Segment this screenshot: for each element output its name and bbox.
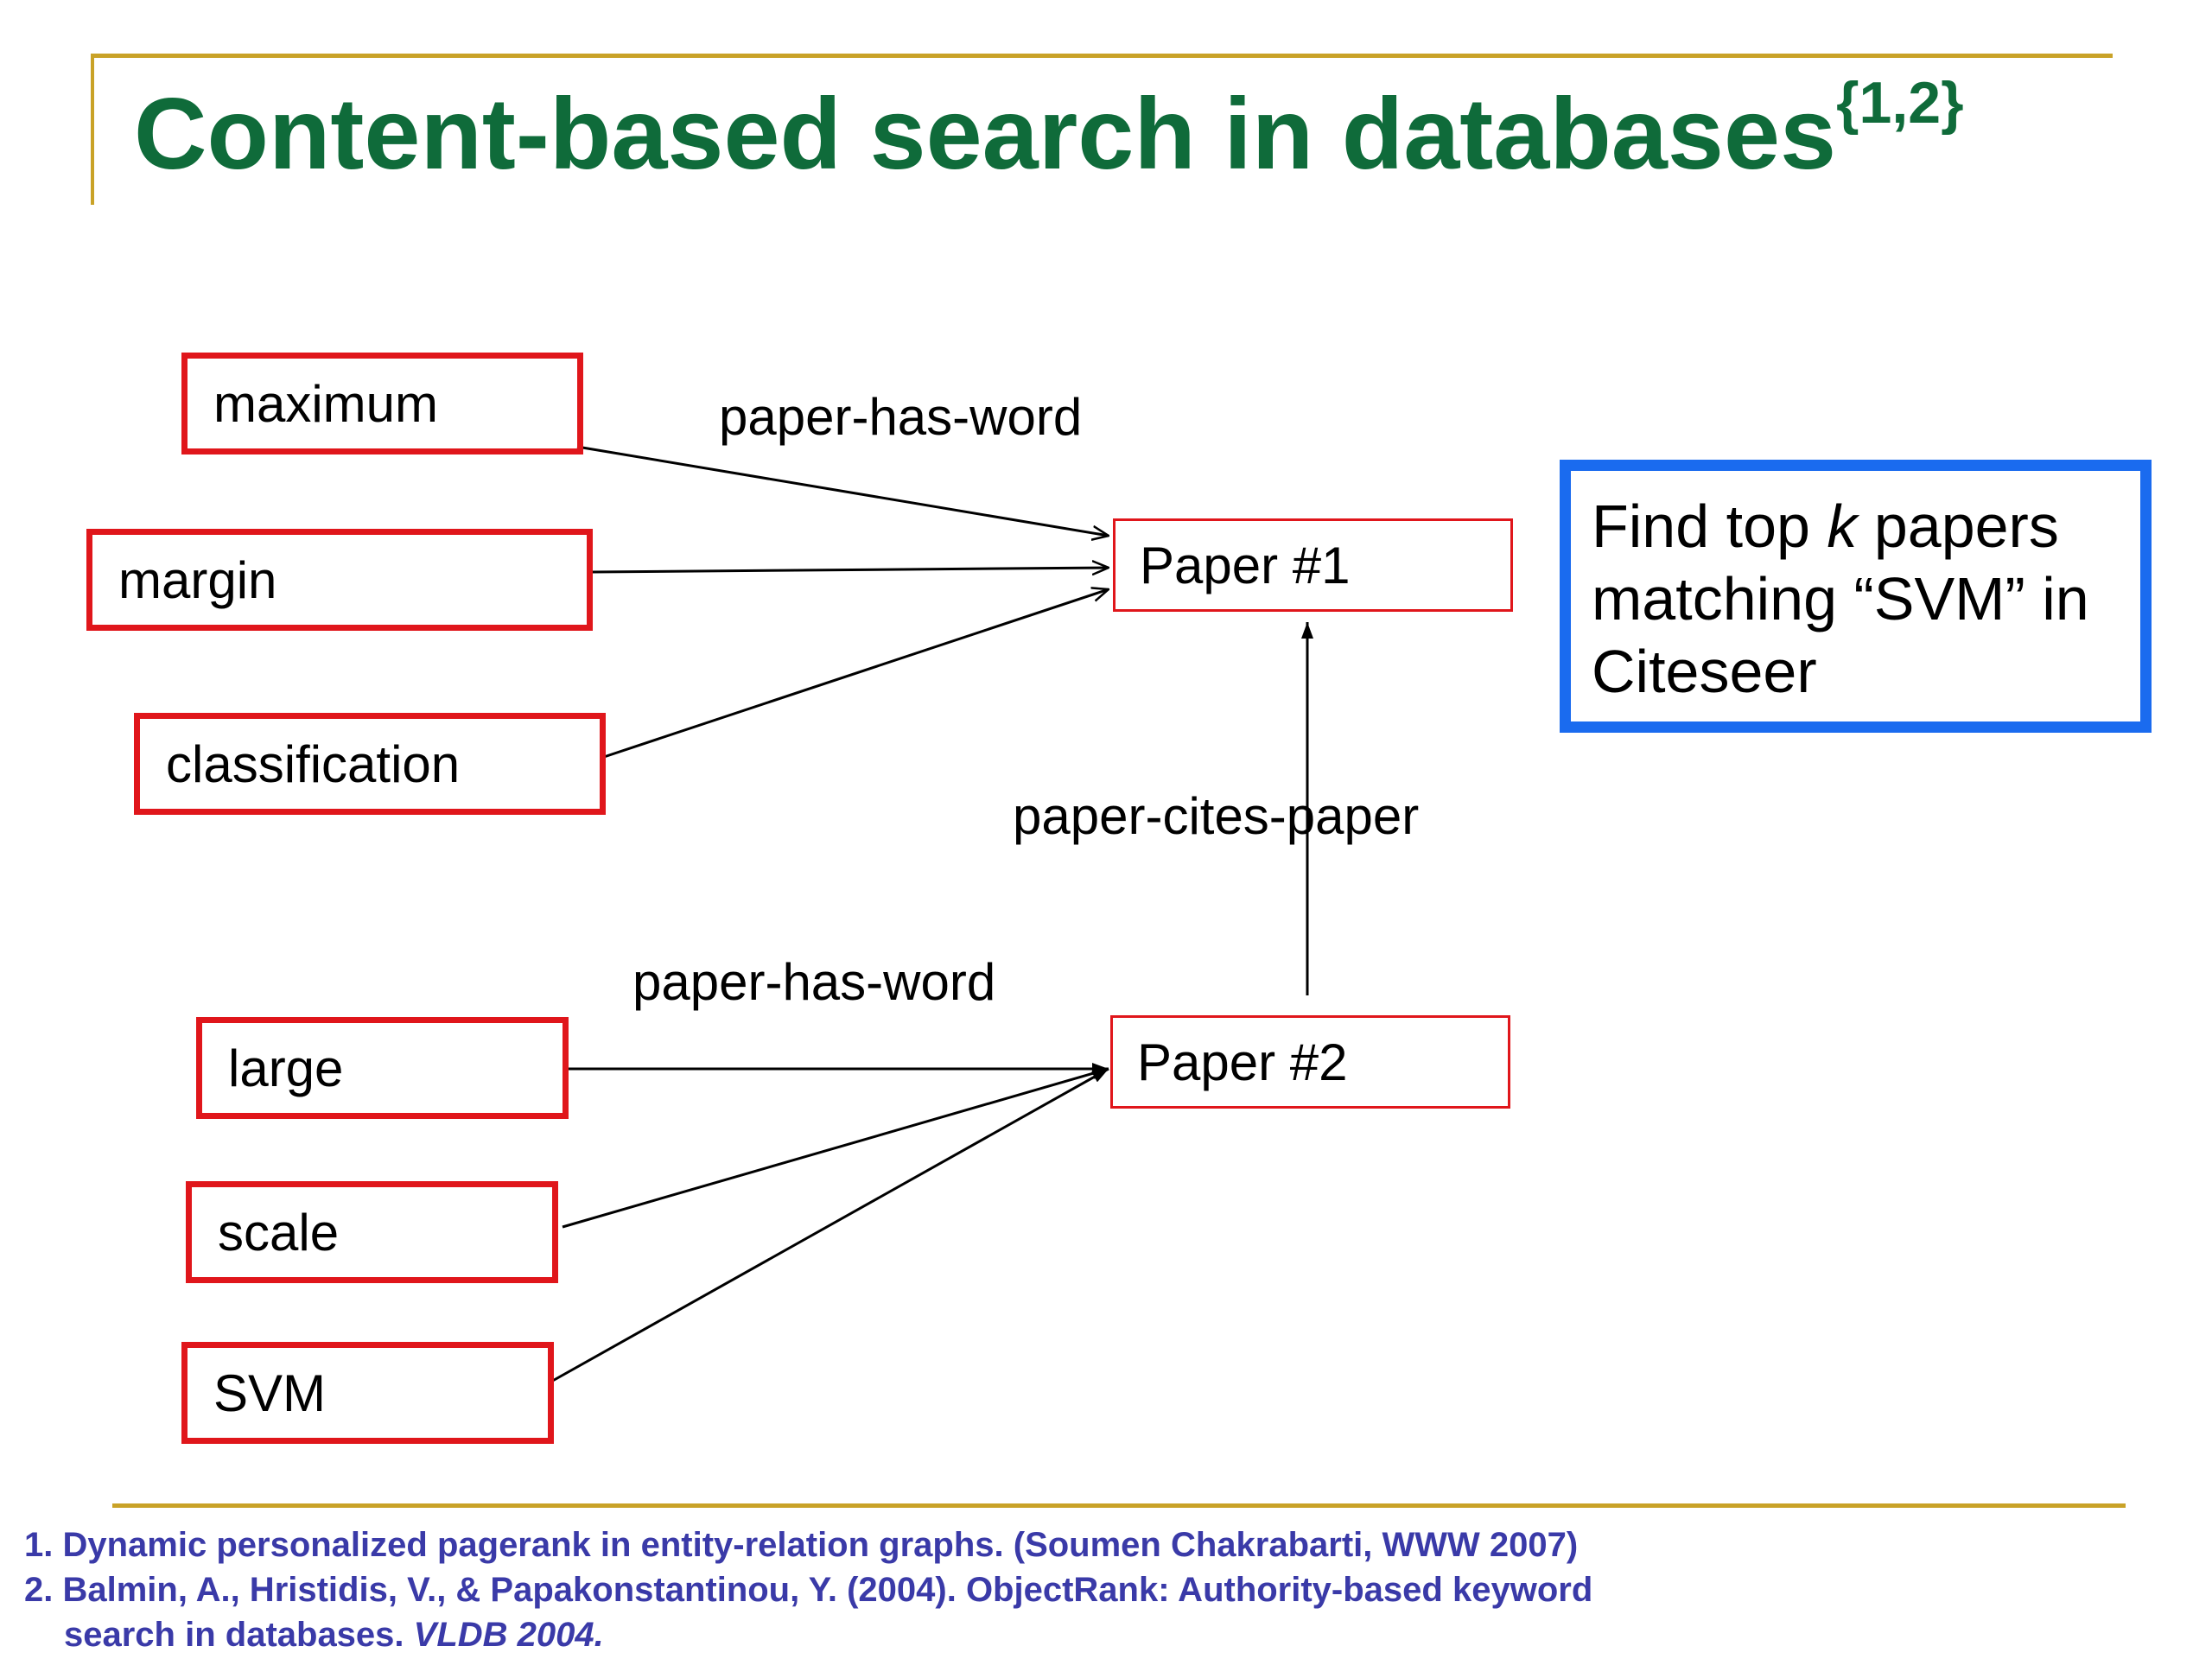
edge-maximum-paper1	[576, 445, 1109, 536]
query-line-2: matching “SVM” in	[1592, 565, 2089, 632]
word-node-margin: margin	[86, 529, 593, 631]
query-line-3: Citeseer	[1592, 638, 1817, 705]
edge-label-has-word-bottom: paper-has-word	[632, 953, 996, 1011]
word-label: large	[228, 1039, 344, 1097]
reference-2-line-2: search in databases. VLDB 2004.	[24, 1612, 1592, 1657]
edge-margin-paper1	[592, 568, 1109, 572]
word-label: SVM	[213, 1363, 327, 1422]
title-superscript: {1,2}	[1836, 70, 1964, 136]
edge-label-cites: paper-cites-paper	[1013, 787, 1420, 845]
paper-label: Paper #1	[1140, 536, 1351, 594]
word-label: classification	[166, 734, 461, 793]
paper-label: Paper #2	[1137, 1033, 1348, 1091]
top-rule	[91, 54, 2113, 58]
bottom-rule	[112, 1503, 2126, 1508]
word-label: maximum	[213, 374, 439, 433]
edge-label-has-word-top: paper-has-word	[719, 388, 1083, 446]
query-line-1-start: Find top	[1592, 493, 1827, 560]
word-node-classification: classification	[134, 713, 606, 815]
edge-classification-paper1	[601, 589, 1109, 760]
word-label: margin	[118, 550, 277, 609]
edge-scale-paper2	[562, 1067, 1109, 1229]
query-k: k	[1827, 493, 1858, 560]
word-node-large: large	[196, 1017, 569, 1119]
slide-title: Content-based search in databases{1,2}	[134, 70, 1964, 193]
word-node-scale: scale	[186, 1181, 558, 1283]
paper-node-2: Paper #2	[1110, 1015, 1510, 1109]
reference-2-venue: VLDB 2004.	[413, 1616, 604, 1654]
reference-2-text: search in databases.	[64, 1616, 414, 1654]
reference-1: 1. Dynamic personalized pagerank in enti…	[24, 1526, 1579, 1564]
word-label: scale	[218, 1203, 340, 1262]
query-line-1-end: papers	[1857, 493, 2059, 560]
left-rule	[91, 54, 94, 205]
reference-2-line-1: 2. Balmin, A., Hristidis, V., & Papakons…	[24, 1571, 1593, 1609]
query-box: Find top k papers matching “SVM” in Cite…	[1560, 460, 2152, 733]
references: 1. Dynamic personalized pagerank in enti…	[24, 1522, 1592, 1657]
title-text: Content-based search in databases	[134, 77, 1837, 190]
word-node-svm: SVM	[181, 1342, 554, 1444]
query-line-1: Find top k papers	[1592, 490, 2140, 563]
word-node-maximum: maximum	[181, 353, 583, 454]
edge-svm-paper2	[549, 1067, 1109, 1384]
paper-node-1: Paper #1	[1113, 518, 1513, 612]
